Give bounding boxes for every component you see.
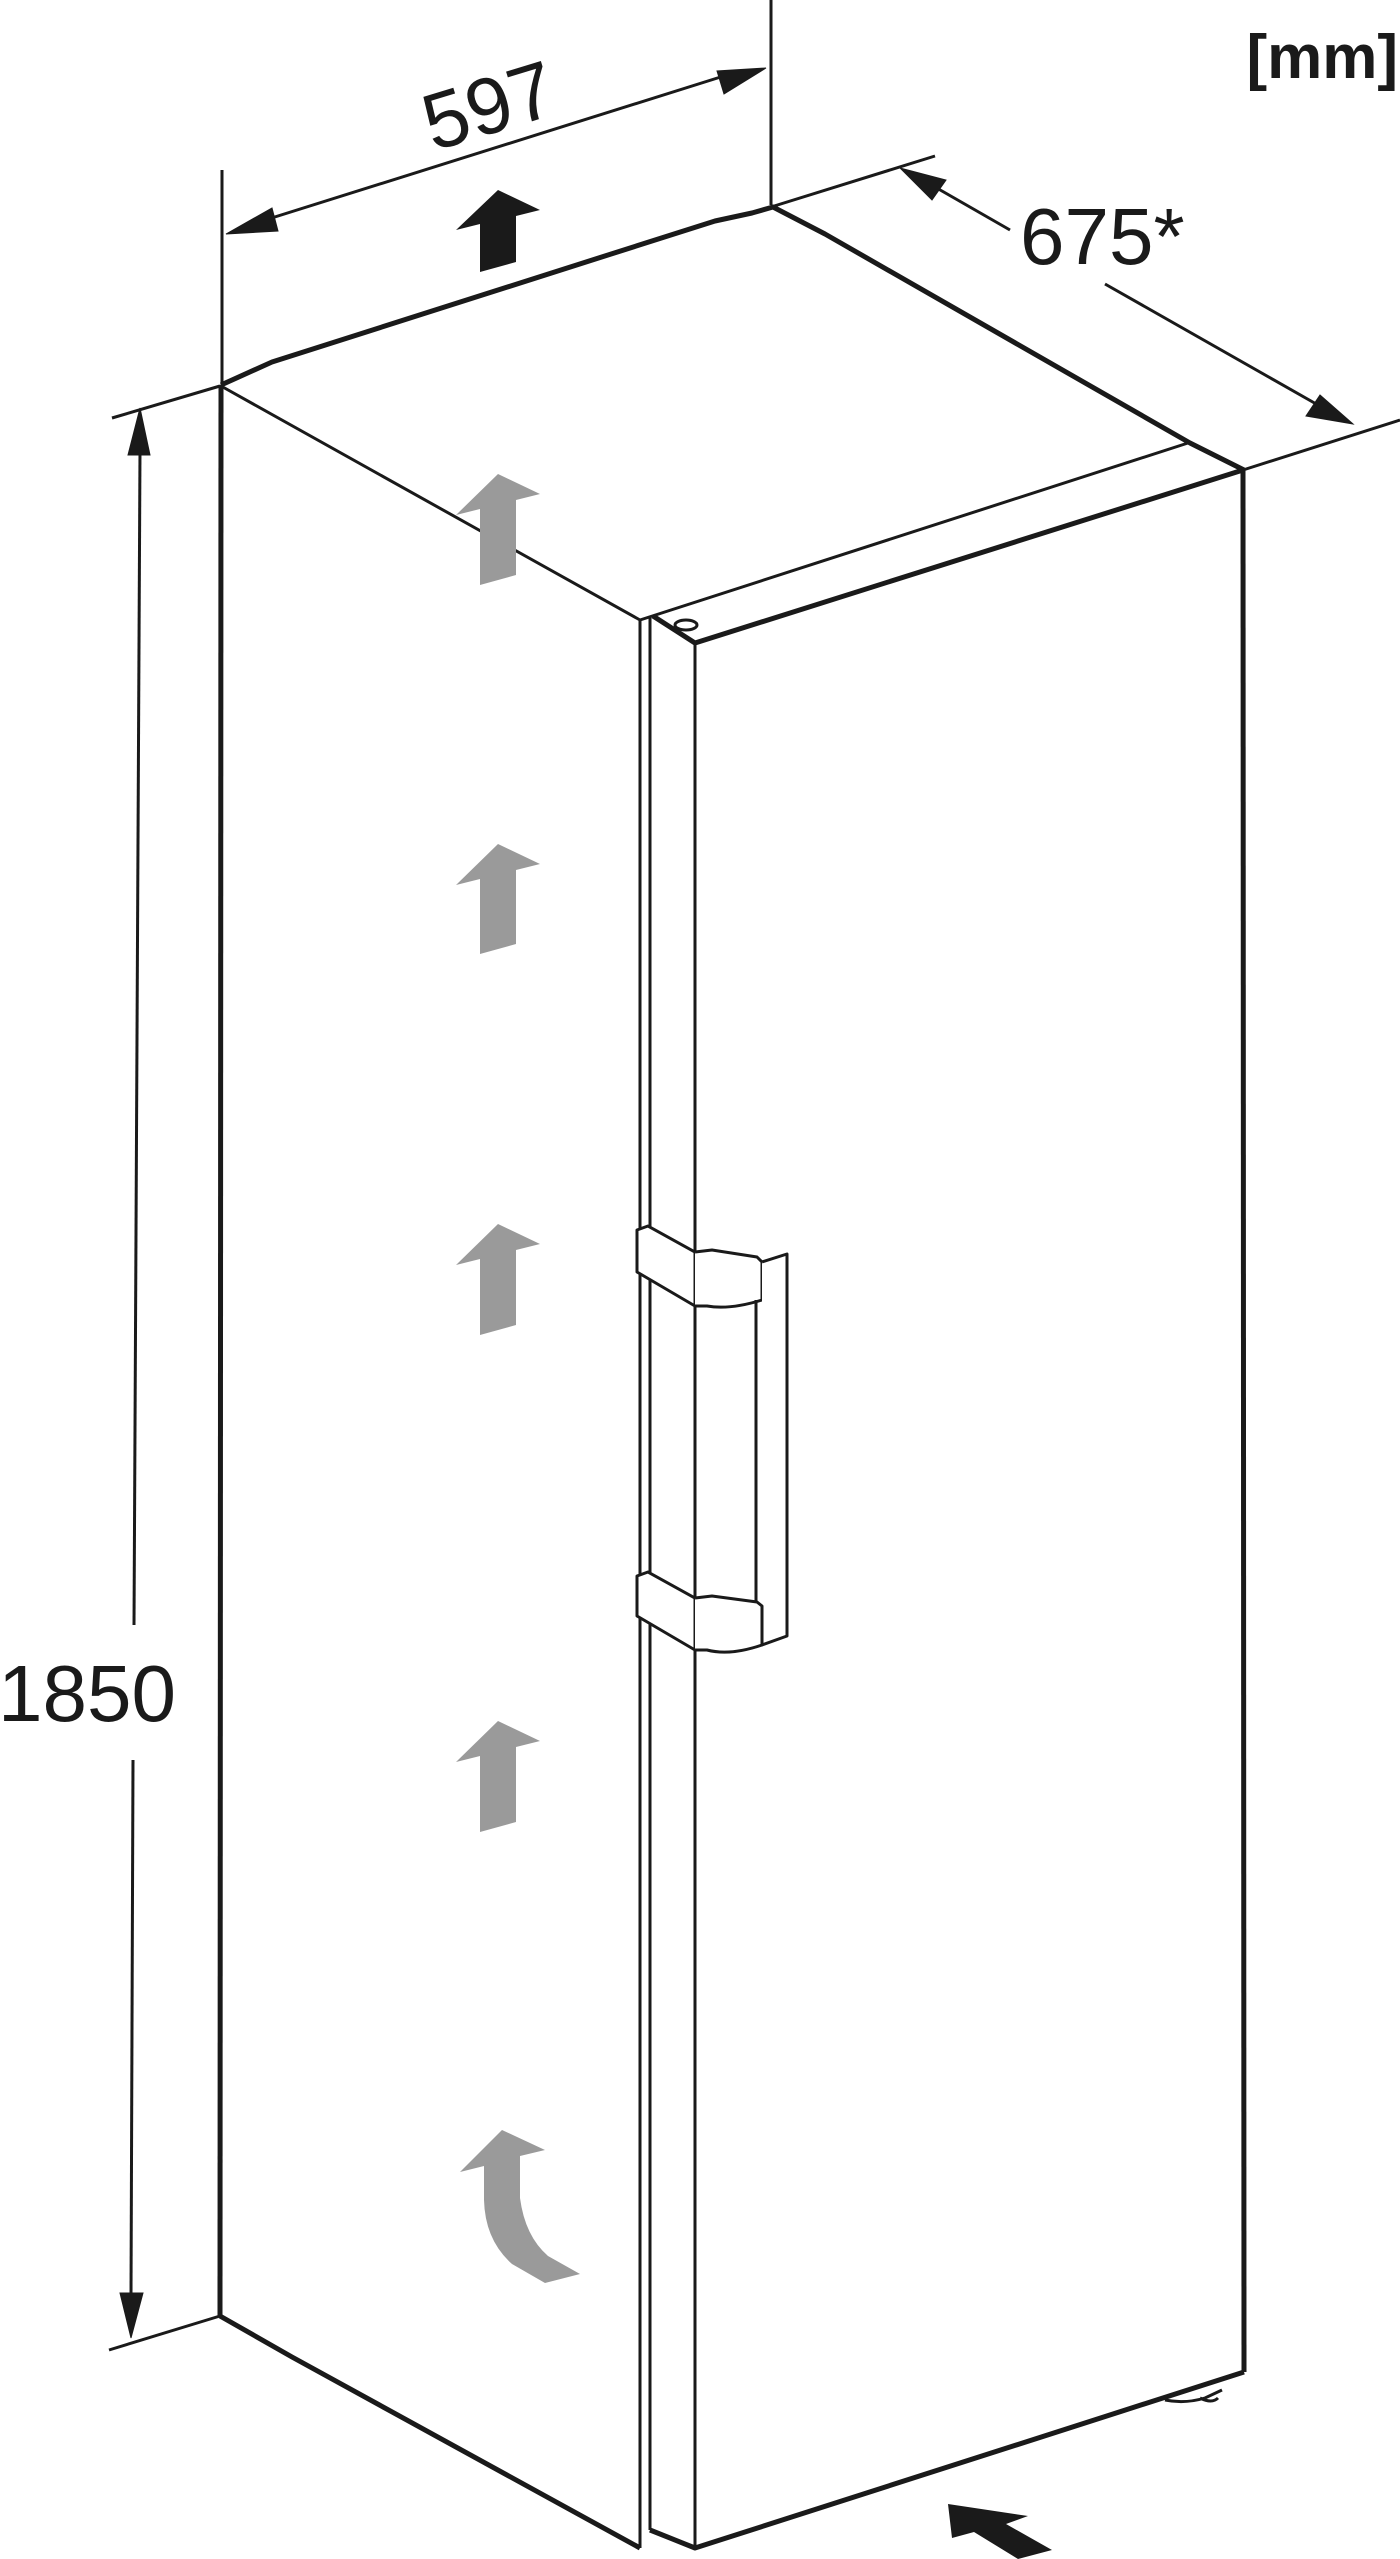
arrowhead-icon [225,207,279,235]
up-arrow-icon [456,474,540,585]
top-face-front-edge [220,384,1189,622]
top-face-outline [219,204,1246,473]
arrowhead-icon [127,407,151,456]
curved-arrow-icon [460,2130,580,2283]
foot-icon [1164,2388,1223,2404]
height-label: 1850 [0,1649,176,1738]
depth-label: 675* [1020,192,1185,281]
hinge-screw-icon [673,618,699,632]
intake-arrow-icon [948,2504,1052,2559]
air-intake-arrow [948,2504,1052,2559]
height-dimension [108,384,221,2352]
arrowhead-icon [898,167,947,201]
door-outline[interactable] [651,467,1244,646]
top-arrow [456,190,540,272]
arrowhead-icon [119,2292,144,2339]
bottom-edge [218,2313,642,2551]
appliance-body [217,204,1247,2551]
airflow-arrows [456,474,580,2283]
width-dimension [220,0,773,385]
arrowhead-icon [716,67,767,95]
depth-dimension [770,154,1400,472]
up-arrow-icon [456,1721,540,1832]
units-label: [mm] [1246,23,1398,92]
up-arrow-icon [456,1224,540,1335]
door-handle[interactable] [635,1224,789,1654]
arrowhead-icon [1305,394,1355,425]
up-arrow-icon [456,190,540,272]
width-label: 597 [412,44,566,168]
up-arrow-icon [456,844,540,954]
